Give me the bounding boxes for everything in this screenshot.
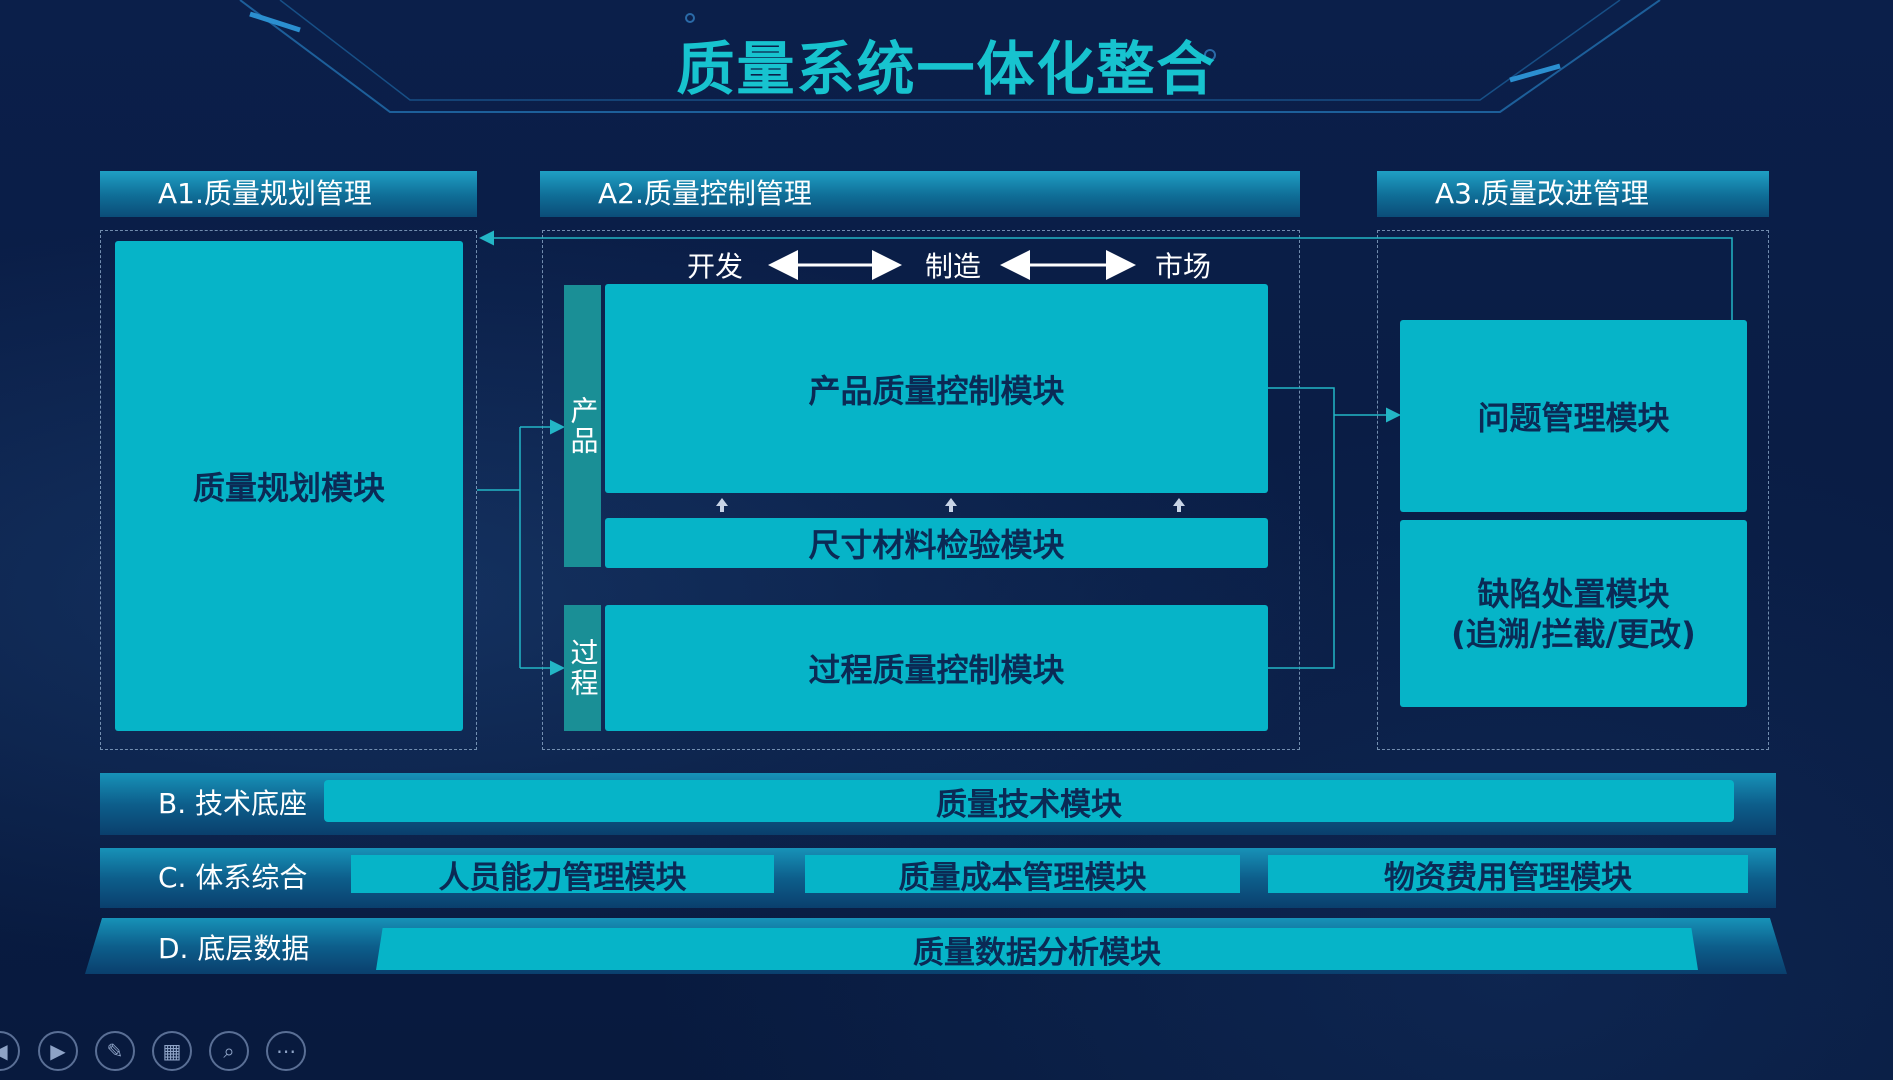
play-icon[interactable]: ▶: [38, 1031, 78, 1071]
stage-development: 开发: [686, 250, 743, 283]
container-a2: [542, 230, 1300, 750]
header-a3: A3.质量改进管理: [1377, 171, 1769, 217]
personnel-capability-module[interactable]: 人员能力管理模块: [351, 855, 774, 896]
quality-cost-module[interactable]: 质量成本管理模块: [805, 855, 1240, 896]
container-a1: [100, 230, 477, 750]
band-c-label: C. 体系综合: [158, 861, 308, 894]
band-d-label: D. 底层数据: [158, 932, 310, 965]
quality-data-analysis-module[interactable]: 质量数据分析模块: [376, 928, 1698, 970]
side-tab-process: 过程: [564, 605, 601, 731]
process-quality-control-module[interactable]: 过程质量控制模块: [605, 605, 1268, 731]
band-b-label: B. 技术底座: [158, 787, 308, 820]
product-quality-control-module[interactable]: 产品质量控制模块: [605, 284, 1268, 493]
container-a3: [1377, 230, 1769, 750]
defect-disposal-module[interactable]: 缺陷处置模块 (追溯/拦截/更改): [1400, 520, 1747, 707]
quality-planning-module[interactable]: 质量规划模块: [115, 241, 463, 731]
quality-technology-module[interactable]: 质量技术模块: [324, 780, 1734, 823]
more-icon[interactable]: ⋯: [266, 1031, 306, 1071]
circuit-decoration: [239, 0, 1661, 113]
stage-manufacturing: 制造: [924, 250, 981, 283]
header-a2: A2.质量控制管理: [540, 171, 1300, 217]
side-tab-product: 产品: [564, 285, 601, 567]
page-title: 质量系统一体化整合: [676, 35, 1217, 103]
material-expense-module[interactable]: 物资费用管理模块: [1268, 855, 1748, 896]
pen-icon[interactable]: ✎: [95, 1031, 135, 1071]
grid-icon[interactable]: ▦: [152, 1031, 192, 1071]
stage-market: 市场: [1154, 250, 1211, 283]
inspection-module[interactable]: 尺寸材料检验模块: [605, 518, 1268, 568]
defect-disposal-subtitle: (追溯/拦截/更改): [1451, 614, 1696, 653]
header-a1: A1.质量规划管理: [100, 171, 477, 217]
problem-management-module[interactable]: 问题管理模块: [1400, 320, 1747, 512]
defect-disposal-title: 缺陷处置模块: [1477, 574, 1670, 613]
zoom-icon[interactable]: ⌕: [209, 1031, 249, 1071]
